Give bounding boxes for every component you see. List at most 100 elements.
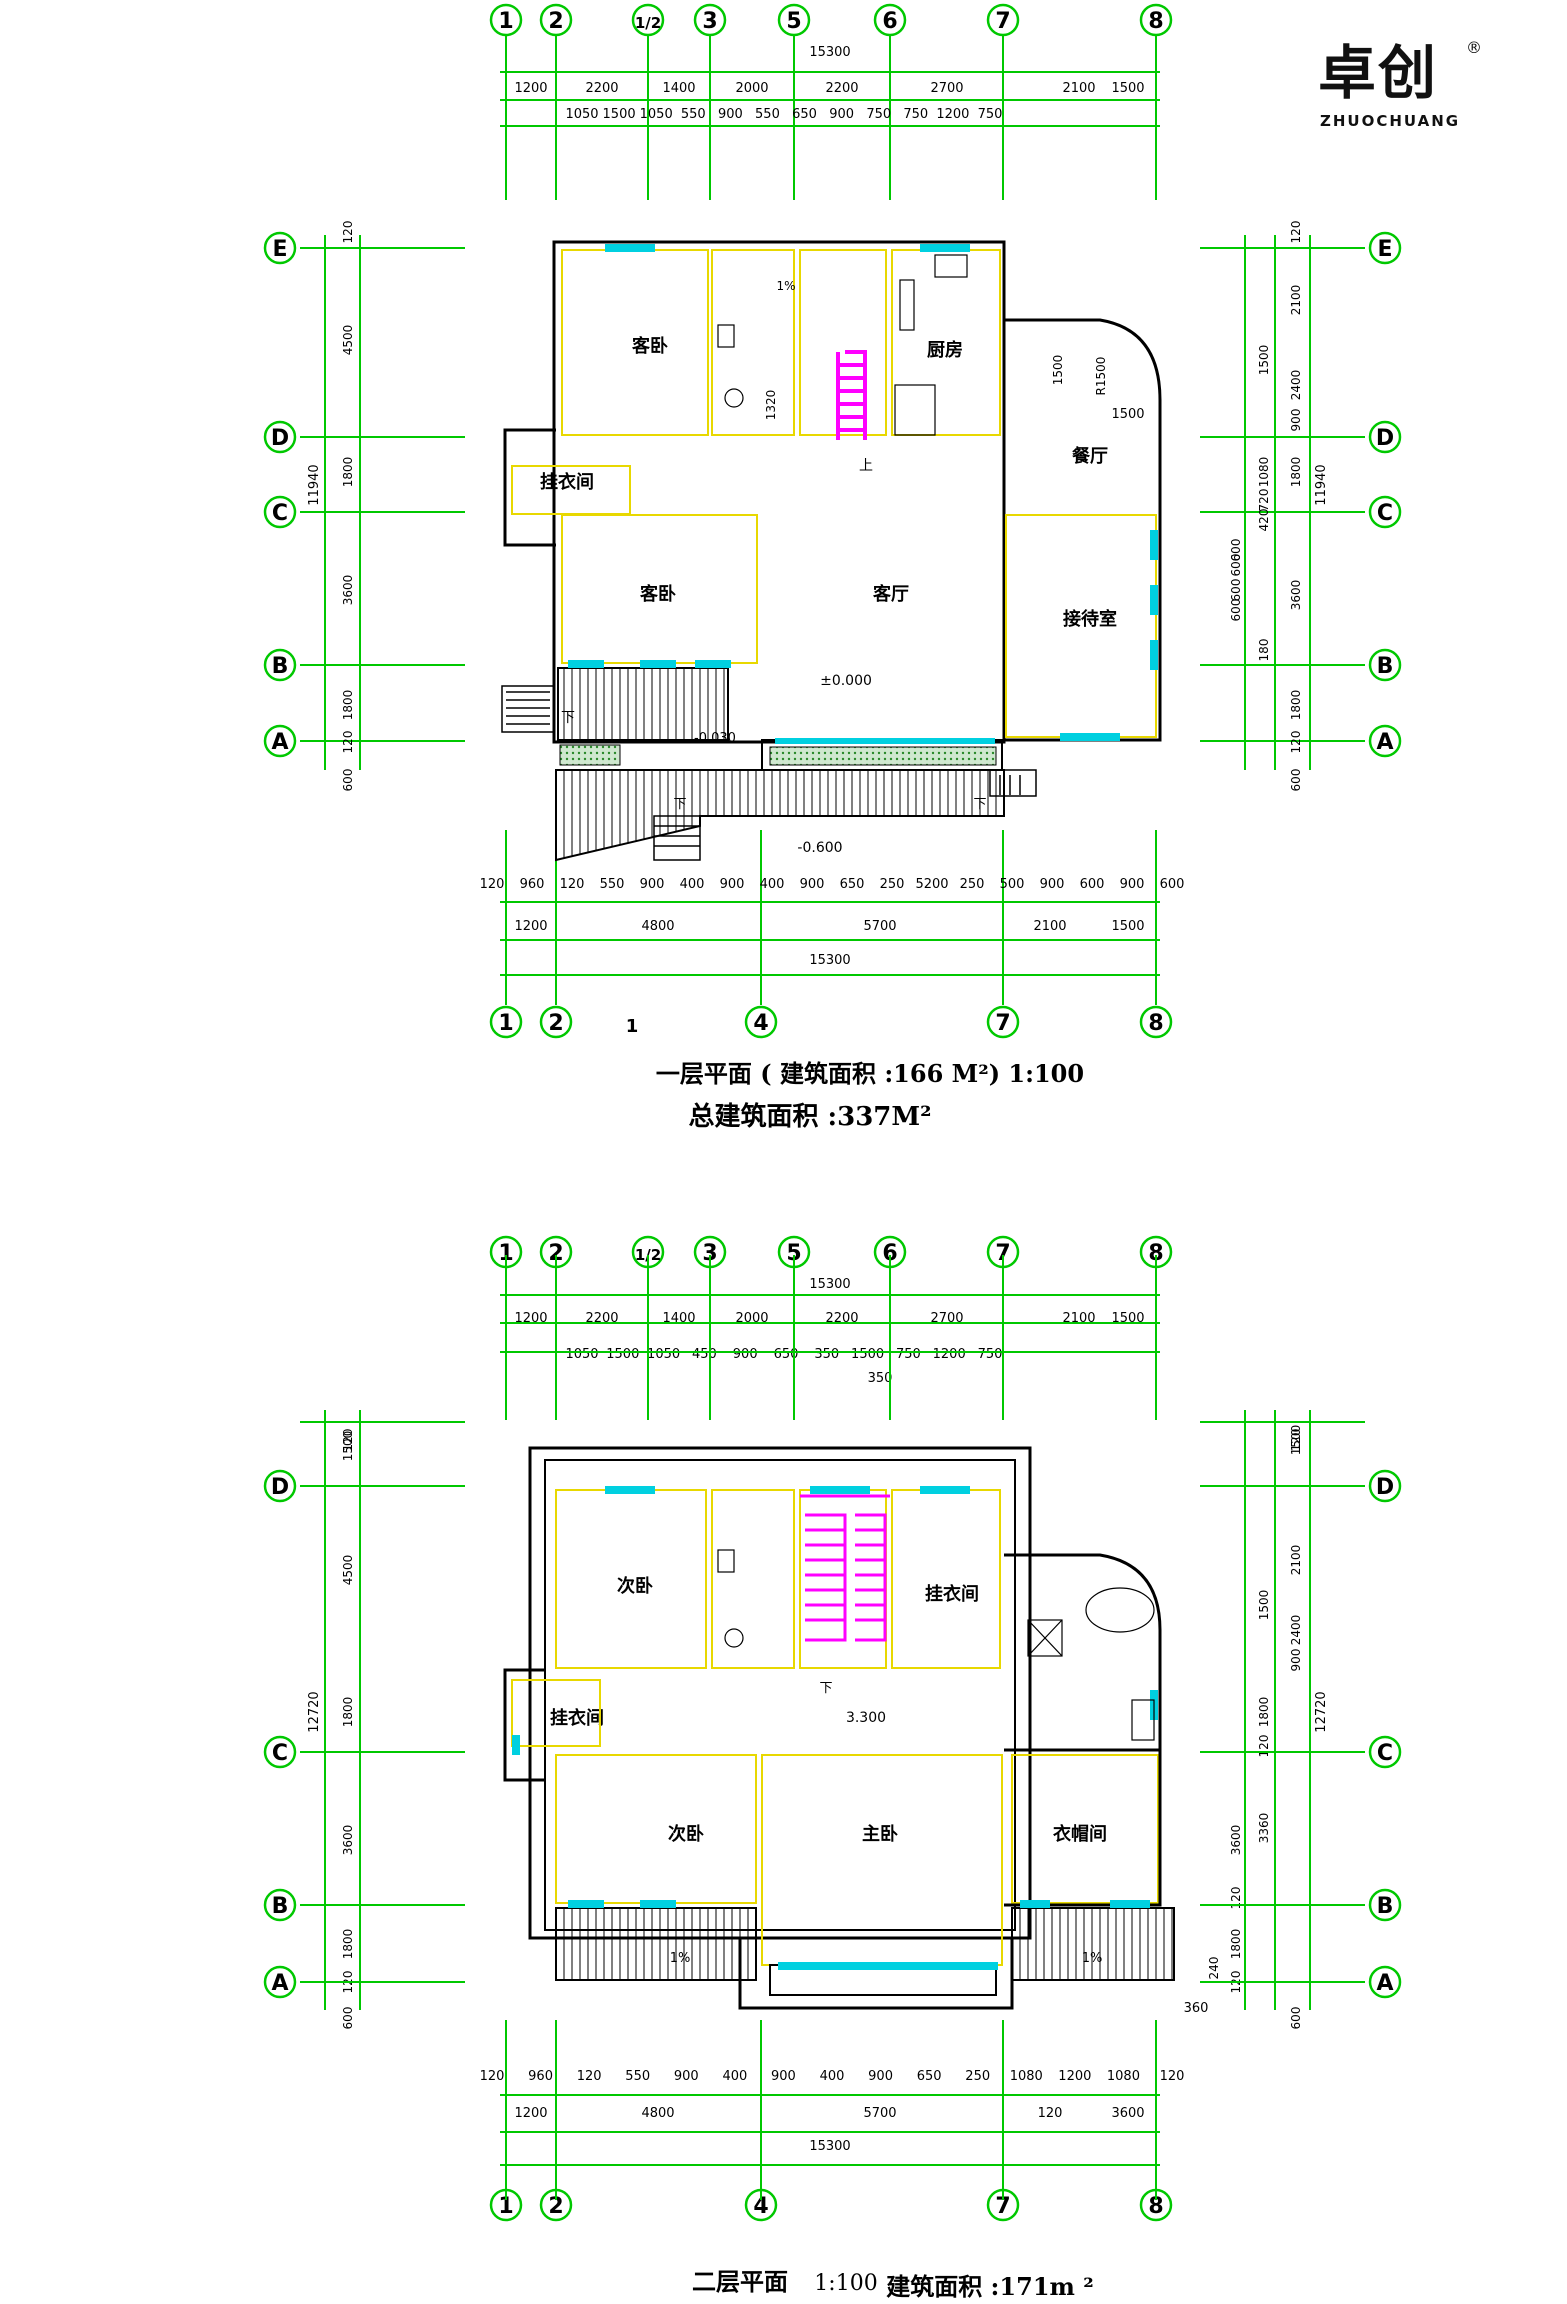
floor1-left-axis-4: A [263, 724, 297, 758]
floor2-top-dim2-10: 750 [978, 1347, 1003, 1362]
floor1-bottom-axis-2: 4 [744, 1005, 778, 1039]
floor2-bottom-dim1-12: 1200 [1058, 2069, 1091, 2084]
floor2-right-dim-7: 120 [1257, 1735, 1271, 1758]
floor1-mark-3: R1500 [1094, 357, 1108, 396]
floor2-stairs [800, 1494, 890, 1642]
floor1-bottom-dim1-4: 900 [640, 877, 665, 892]
floor1-top-axis-6: 7 [986, 3, 1020, 37]
svg-text:8: 8 [1148, 9, 1163, 34]
floor2-top-dim2-2: 1050 [647, 1347, 680, 1362]
floor2-bottom-dim1-2: 120 [577, 2069, 602, 2084]
floor1-side-stairs [501, 685, 1037, 861]
floor2-room-4: 主卧 [862, 1823, 898, 1845]
floor2-left-balcony [555, 1907, 757, 1981]
floor1-bottom-dim1-6: 900 [720, 877, 745, 892]
floor1-right-axis-3: B [1368, 648, 1402, 682]
svg-text:B: B [272, 654, 289, 679]
svg-text:8: 8 [1148, 1011, 1163, 1036]
floor1-front-terrace [555, 769, 1005, 862]
floor1-bottom-dim1-15: 600 [1080, 877, 1105, 892]
floor1-bottom-dim1-17: 600 [1160, 877, 1185, 892]
logo-sub-text: ZHUOCHUANG [1320, 112, 1461, 130]
floor2-top-dim2-0: 1050 [565, 1347, 598, 1362]
floor2-top-dim2-6: 350 [814, 1347, 839, 1362]
svg-text:7: 7 [995, 9, 1010, 34]
floor1-kitchen-fixtures [717, 254, 968, 436]
floor1-top-dim1-2: 1400 [662, 81, 695, 96]
floor1-top-axis-2: 1/2 [631, 3, 665, 37]
floor2-left-axis-0: D [263, 1469, 297, 1503]
floor2-left-axis-1: C [263, 1735, 297, 1769]
floor2-bottom-dim1-0: 120 [480, 2069, 505, 2084]
floor2-right-dim-5: 900 [1289, 1649, 1303, 1672]
svg-text:7: 7 [995, 1011, 1010, 1036]
floor1-mark-10: 下 [973, 797, 986, 812]
floor2-bottom-dim1-8: 900 [868, 2069, 893, 2084]
floor1-left-axis-2: C [263, 495, 297, 529]
floor1-section-mark: 1 [626, 1016, 639, 1037]
svg-text:C: C [1377, 501, 1393, 526]
floor2-mark-1: 3.300 [846, 1710, 886, 1726]
floor2-bottom-axis-1: 2 [539, 2188, 573, 2222]
floor1-bottom-dim1-9: 650 [840, 877, 865, 892]
floor2-left-dim-5: 1800 [341, 1929, 355, 1960]
svg-text:B: B [1377, 1894, 1394, 1919]
floor1-bottom-dim1-11: 5200 [915, 877, 948, 892]
floor1-room-0: 客卧 [632, 335, 668, 357]
floor1-right-dim-17: 600 [1289, 769, 1303, 792]
floor2-scale: 1:100 [814, 2271, 877, 2296]
svg-text:1: 1 [498, 1011, 513, 1036]
floor2-bottom-dim1-3: 550 [625, 2069, 650, 2084]
floor1-left-axis-3: B [263, 648, 297, 682]
floor1-bottom-axis-3: 7 [986, 1005, 1020, 1039]
logo-main-text: 卓创 [1318, 39, 1439, 107]
floor1-bottom-dim1-13: 500 [1000, 877, 1025, 892]
floor2-bottom-dim1-7: 400 [820, 2069, 845, 2084]
floor1-stairs [836, 350, 867, 440]
floor1-top-dim1-4: 2200 [825, 81, 858, 96]
floor1-bottom-dim2-0: 1200 [514, 919, 547, 934]
floor1-right-dim-14: 1800 [1289, 690, 1303, 721]
floor2-top-dim2-3: 450 [692, 1347, 717, 1362]
floor1-top-total: 15300 [809, 45, 850, 60]
floor2-plan [300, 1255, 1365, 2200]
floor1-left-dim-5: 120 [341, 731, 355, 754]
svg-text:2: 2 [548, 1011, 563, 1036]
floor1-mark-2: 1500 [1051, 355, 1065, 386]
floor2-left-dim-0: 1500 [341, 1431, 355, 1462]
floor1-top-dim2-9: 750 [903, 107, 928, 122]
floor2-mark-0: 下 [819, 1681, 832, 1696]
floor2-bottom-dim1-6: 900 [771, 2069, 796, 2084]
svg-text:5: 5 [786, 1241, 801, 1266]
floor1-top-dim1-6: 2100 [1062, 81, 1095, 96]
floor2-room-2: 挂衣间 [550, 1707, 604, 1729]
floor1-left-axis-1: D [263, 420, 297, 454]
svg-text:E: E [272, 237, 287, 262]
floor1-mark-6: 下 [561, 710, 575, 726]
floor1-bottom-dim1-0: 120 [480, 877, 505, 892]
floor2-mark-4: 240 [1207, 1957, 1221, 1980]
svg-text:D: D [1376, 1475, 1394, 1500]
floor1-left-dim-6: 600 [341, 769, 355, 792]
floor1-bottom-dim2-3: 2100 [1033, 919, 1066, 934]
svg-text:1: 1 [498, 9, 513, 34]
floor2-right-dim-11: 1800 [1229, 1929, 1243, 1960]
floor1-mark-8: -0.030 [694, 731, 736, 746]
floor2-bottom-dim2-2: 5700 [863, 2106, 896, 2121]
floor1-top-dim2-11: 750 [978, 107, 1003, 122]
floor1-left-dim-0: 120 [341, 221, 355, 244]
floor1-right-axis-0: E [1368, 231, 1402, 265]
floor1-top-dim2-6: 650 [792, 107, 817, 122]
svg-text:8: 8 [1148, 2194, 1163, 2219]
floor1-top-dim1-7: 1500 [1111, 81, 1144, 96]
floor1-right-dim-7: 720 [1257, 489, 1271, 512]
floor1-left-dim-4: 1800 [341, 690, 355, 721]
floor2-top-dim2-7: 1500 [851, 1347, 884, 1362]
floor1-windows [568, 244, 1158, 744]
floor1-right-dim-0: 120 [1289, 221, 1303, 244]
floor1-top-dim1-3: 2000 [735, 81, 768, 96]
floor2-bottom-dim1-14: 120 [1160, 2069, 1185, 2084]
svg-text:3: 3 [702, 9, 717, 34]
floor2-bottom-dim1-4: 900 [674, 2069, 699, 2084]
